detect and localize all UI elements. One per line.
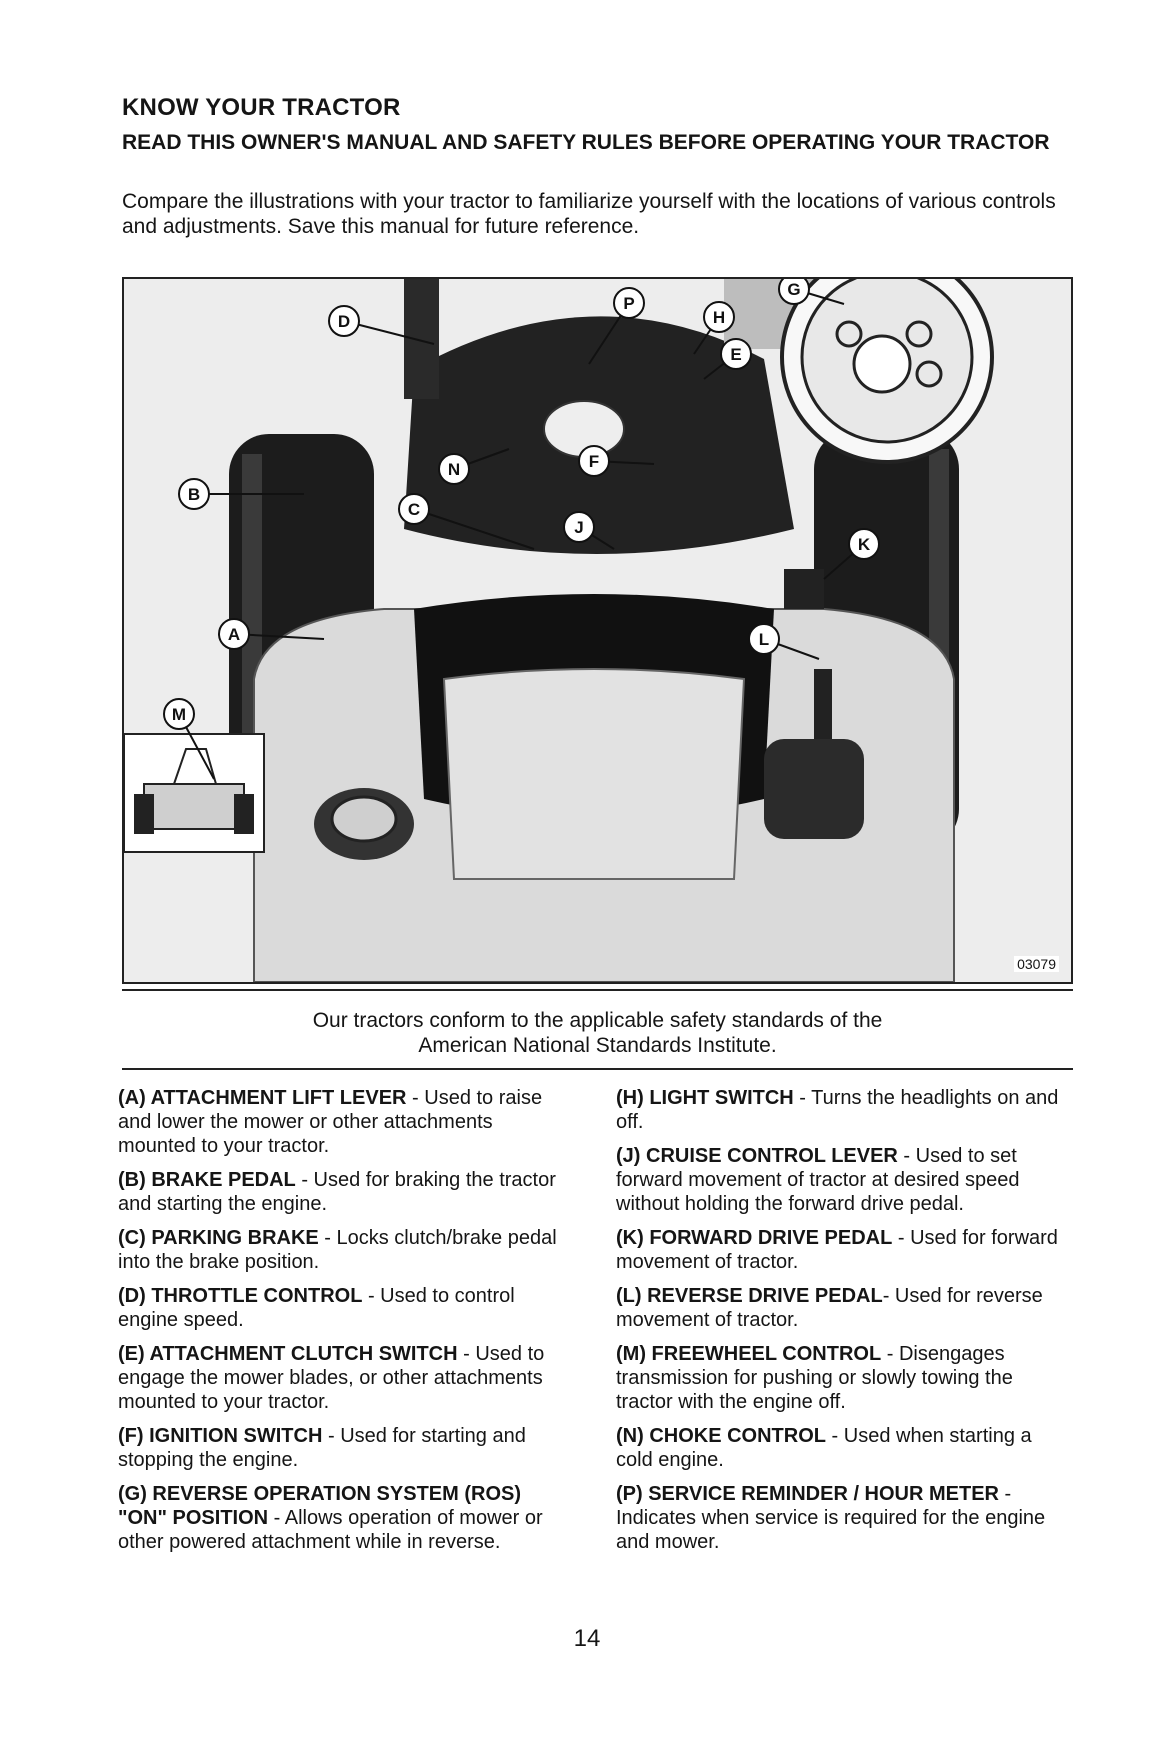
entry-desc: - Used to control engine speed.: [118, 1285, 515, 1331]
entry-attachment-lift-lever: (A) ATTACHMENT LIFT LEVER - Used to rais…: [118, 1086, 575, 1158]
entry-cruise-control-lever: (J) CRUISE CONTROL LEVER - Used to set f…: [616, 1144, 1073, 1216]
callout-c: C: [398, 493, 430, 525]
callout-f: F: [578, 445, 610, 477]
entry-title: (C) PARKING BRAKE: [118, 1227, 319, 1249]
entry-desc: - Used for reverse movement of tractor.: [616, 1285, 1043, 1331]
standards-line-1: Our tractors conform to the applicable s…: [312, 1009, 883, 1032]
entry-title: (A) ATTACHMENT LIFT LEVER: [118, 1087, 407, 1109]
svg-text:H: H: [713, 308, 725, 327]
entry-desc: - Allows operation of mower or other pow…: [118, 1507, 543, 1553]
page-title: KNOW YOUR TRACTOR: [122, 94, 401, 121]
entry-light-switch: (H) LIGHT SWITCH - Turns the headlights …: [616, 1086, 1073, 1134]
entry-title: (B) BRAKE PEDAL: [118, 1169, 296, 1191]
tractor-drawing: [124, 279, 1071, 982]
entry-title: (P) SERVICE REMINDER / HOUR METER: [616, 1483, 999, 1505]
entry-desc: - Used to raise and lower the mower or o…: [118, 1087, 543, 1157]
entry-forward-drive-pedal: (K) FORWARD DRIVE PEDAL - Used for forwa…: [616, 1226, 1073, 1274]
entry-attachment-clutch-switch: (E) ATTACHMENT CLUTCH SWITCH - Used to e…: [118, 1342, 575, 1414]
entry-title: (F) IGNITION SWITCH: [118, 1425, 323, 1447]
entry-reverse-operation-system: (G) REVERSE OPERATION SYSTEM (ROS) "ON" …: [118, 1482, 575, 1554]
svg-text:N: N: [448, 460, 460, 479]
callout-m: M: [163, 698, 195, 730]
entry-reverse-drive-pedal: (L) REVERSE DRIVE PEDAL- Used for revers…: [616, 1284, 1073, 1332]
entry-desc: - Used when starting a cold engine.: [616, 1425, 1032, 1471]
callout-g: G: [778, 279, 810, 305]
entry-brake-pedal: (B) BRAKE PEDAL - Used for braking the t…: [118, 1168, 575, 1216]
entry-desc: - Used for forward movement of tractor.: [616, 1227, 1058, 1273]
callout-n: N: [438, 453, 470, 485]
entry-parking-brake: (C) PARKING BRAKE - Locks clutch/brake p…: [118, 1226, 575, 1274]
controls-list-left: (A) ATTACHMENT LIFT LEVER - Used to rais…: [118, 1086, 575, 1564]
figure-code: 03079: [1014, 956, 1059, 972]
entry-title: (K) FORWARD DRIVE PEDAL: [616, 1227, 893, 1249]
svg-text:F: F: [589, 452, 599, 471]
entry-choke-control: (N) CHOKE CONTROL - Used when starting a…: [616, 1424, 1073, 1472]
entry-title: (L) REVERSE DRIVE PEDAL: [616, 1285, 883, 1307]
entry-title: (N) CHOKE CONTROL: [616, 1425, 826, 1447]
svg-text:J: J: [574, 518, 583, 537]
standards-line-2: American National Standards Institute.: [418, 1034, 777, 1057]
callout-h: H: [703, 301, 735, 333]
entry-desc: - Indicates when service is required for…: [616, 1483, 1046, 1553]
entry-title: (E) ATTACHMENT CLUTCH SWITCH: [118, 1343, 458, 1365]
entry-title: (D) THROTTLE CONTROL: [118, 1285, 363, 1307]
svg-text:P: P: [623, 294, 634, 313]
callout-l: L: [748, 623, 780, 655]
entry-desc: - Locks clutch/brake pedal into the brak…: [118, 1227, 557, 1273]
page-number: 14: [573, 1625, 601, 1652]
entry-desc: - Used to set forward movement of tracto…: [616, 1145, 1020, 1215]
callout-b: B: [178, 478, 210, 510]
svg-text:G: G: [787, 280, 800, 299]
svg-text:M: M: [172, 705, 186, 724]
callout-labels: P G D HE B N F C J K A L M: [163, 279, 880, 730]
svg-text:B: B: [188, 485, 200, 504]
controls-list-right: (H) LIGHT SWITCH - Turns the headlights …: [616, 1086, 1073, 1564]
divider-top: [122, 989, 1073, 991]
intro-paragraph: Compare the illustrations with your trac…: [122, 190, 1056, 238]
entry-title: (J) CRUISE CONTROL LEVER: [616, 1145, 898, 1167]
svg-text:K: K: [858, 535, 871, 554]
callout-d: D: [328, 305, 360, 337]
entry-ignition-switch: (F) IGNITION SWITCH - Used for starting …: [118, 1424, 575, 1472]
callout-a: A: [218, 618, 250, 650]
page-subtitle: READ THIS OWNER'S MANUAL AND SAFETY RULE…: [122, 131, 1050, 154]
divider-bottom: [122, 1068, 1073, 1070]
entry-throttle-control: (D) THROTTLE CONTROL - Used to control e…: [118, 1284, 575, 1332]
entry-desc: - Used for starting and stopping the eng…: [118, 1425, 526, 1471]
callout-j: J: [563, 511, 595, 543]
svg-text:D: D: [338, 312, 350, 331]
callout-k: K: [848, 528, 880, 560]
entry-title: (G) REVERSE OPERATION SYSTEM (ROS) "ON" …: [118, 1483, 521, 1529]
entry-desc: - Turns the headlights on and off.: [616, 1087, 1059, 1133]
standards-note: Our tractors conform to the applicable s…: [122, 1008, 1073, 1058]
entry-service-reminder: (P) SERVICE REMINDER / HOUR METER - Indi…: [616, 1482, 1073, 1554]
entry-title: (M) FREEWHEEL CONTROL: [616, 1343, 882, 1365]
svg-text:A: A: [228, 625, 240, 644]
callout-e: E: [720, 338, 752, 370]
entry-desc: - Used for braking the tractor and start…: [118, 1169, 556, 1215]
entry-freewheel-control: (M) FREEWHEEL CONTROL - Disengages trans…: [616, 1342, 1073, 1414]
svg-text:E: E: [730, 345, 741, 364]
entry-desc: - Disengages transmission for pushing or…: [616, 1343, 1013, 1413]
entry-title: (H) LIGHT SWITCH: [616, 1087, 794, 1109]
callout-p: P: [613, 287, 645, 319]
svg-text:C: C: [408, 500, 420, 519]
entry-desc: - Used to engage the mower blades, or ot…: [118, 1343, 545, 1413]
svg-text:L: L: [759, 630, 769, 649]
